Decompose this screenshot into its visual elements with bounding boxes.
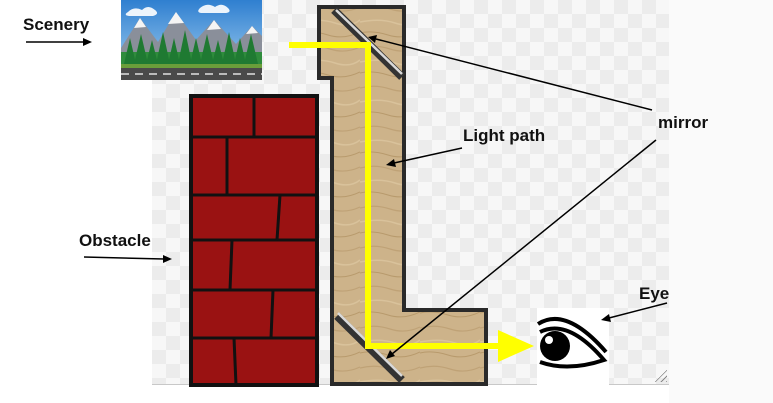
light-ray [289,42,534,362]
side-panel [669,0,773,403]
eye-icon [536,308,609,393]
scenery-label: Scenery [23,15,90,34]
periscope-body [317,5,488,386]
annotation-arrows [26,35,668,359]
eye-label: Eye [639,284,670,303]
obstacle-label: Obstacle [79,231,151,250]
scenery-image [121,0,262,80]
mirror-label: mirror [658,113,709,132]
brick-wall [189,94,319,387]
light-path-label: Light path [463,126,546,145]
